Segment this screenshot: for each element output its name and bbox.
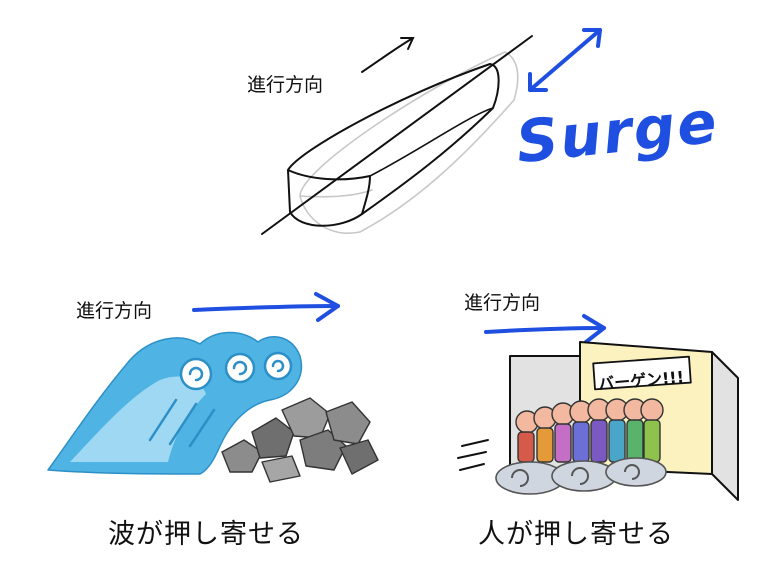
direction-label-wave: 進行方向 [76, 300, 153, 322]
caption-people: 人が押し寄せる [478, 519, 674, 550]
direction-arrow-top [361, 37, 415, 73]
direction-arrow-wave [192, 292, 340, 322]
direction-arrow-people [484, 314, 606, 344]
direction-label-people: 進行方向 [464, 292, 541, 314]
speed-lines [457, 439, 489, 471]
direction-label-top: 進行方向 [247, 74, 324, 96]
rock-pile-icon [221, 397, 379, 483]
breaking-wave-icon [47, 331, 303, 475]
caption-wave: 波が押し寄せる [108, 519, 304, 550]
surge-double-arrow [528, 28, 602, 92]
ship-outline-icon [261, 35, 533, 235]
dust-clouds [495, 457, 667, 495]
